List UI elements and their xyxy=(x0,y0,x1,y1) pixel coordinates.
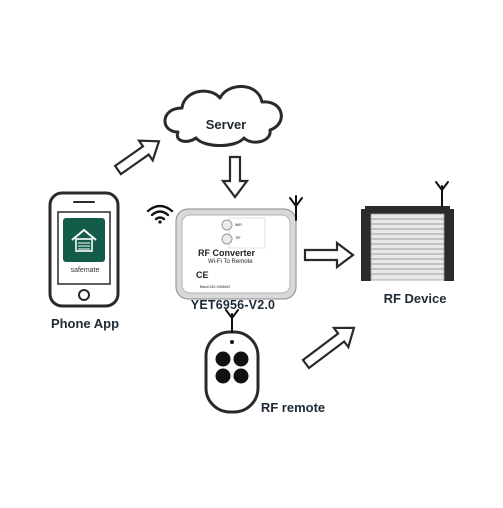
ce-mark: CE xyxy=(196,270,209,280)
phone-app-label: Phone App xyxy=(50,316,120,331)
antenna-icon xyxy=(289,195,303,221)
server-label: Server xyxy=(205,117,247,132)
converter-subtitle: Wi-Fi To Remote xyxy=(208,259,253,265)
rf-device-shutter xyxy=(361,206,454,281)
rf-button xyxy=(221,233,233,245)
arrow-remote-to-device xyxy=(301,326,356,370)
cloud-icon xyxy=(163,85,283,147)
wifi-icon xyxy=(146,204,174,224)
rf-remote-label: RF remote xyxy=(260,400,326,415)
converter-band: Band:240-930MHZ xyxy=(200,285,231,289)
phone-icon xyxy=(48,191,120,308)
wifi-button xyxy=(221,219,233,231)
converter-rf-label: RF xyxy=(236,236,241,240)
arrow-converter-to-device xyxy=(303,240,355,270)
converter-title: RF Converter xyxy=(198,248,256,258)
model-label: YET6956-V2.0 xyxy=(190,298,276,312)
converter-wifi-label: WiFi xyxy=(235,223,242,227)
antenna-icon xyxy=(435,181,449,207)
app-name-label: safemate xyxy=(70,267,100,274)
app-tile xyxy=(63,218,105,262)
rf-device-label: RF Device xyxy=(383,291,447,306)
rf-converter-device xyxy=(175,208,297,300)
arrow-server-to-converter xyxy=(220,155,250,199)
antenna-icon xyxy=(225,309,239,333)
arrow-phone-to-server xyxy=(113,139,161,176)
